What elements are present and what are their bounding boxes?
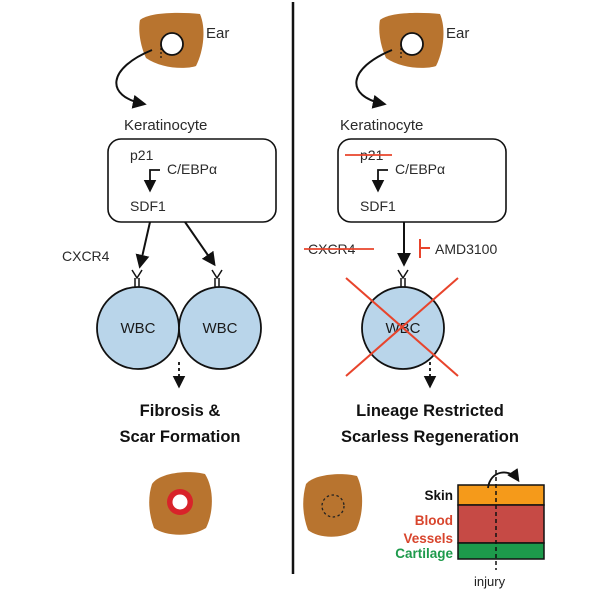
outcome-line-1: Fibrosis & xyxy=(140,402,221,420)
injury-arrow xyxy=(487,468,520,489)
wbc-2-label: WBC xyxy=(203,320,238,337)
skin-label: Skin xyxy=(424,488,453,503)
cartilage-layer xyxy=(457,542,545,560)
curved-arrow xyxy=(355,49,393,109)
blood-vessels-layer xyxy=(457,504,545,544)
wbc-1-label: WBC xyxy=(121,320,156,337)
gene-sdf1: SDF1 xyxy=(130,198,166,214)
ear-icon xyxy=(379,12,444,68)
gene-cebpa: C/EBPα xyxy=(395,161,445,177)
sdf1-arrow-left xyxy=(135,221,151,269)
injury-label: injury xyxy=(474,574,506,589)
amd3100-label: AMD3100 xyxy=(435,241,497,257)
gene-cebpa: C/EBPα xyxy=(167,161,217,177)
gene-sdf1: SDF1 xyxy=(360,198,396,214)
cross-icon xyxy=(345,277,459,377)
keratinocyte-label: Keratinocyte xyxy=(124,117,207,134)
vessels-label: Vessels xyxy=(403,531,453,546)
right-panel: Ear Keratinocyte p21 C/EBPα SDF1 CXCR4 A… xyxy=(303,12,545,589)
keratinocyte-box xyxy=(337,138,507,223)
wbc-cell-2 xyxy=(178,286,262,370)
keratinocyte-box xyxy=(107,138,277,223)
cartilage-label: Cartilage xyxy=(395,546,453,561)
cxcr4-label: CXCR4 xyxy=(62,248,110,264)
outcome-line-2: Scarless Regeneration xyxy=(341,428,519,446)
sdf1-arrow-right xyxy=(184,221,216,267)
skin-layer xyxy=(457,484,545,506)
tissue-layers xyxy=(457,484,545,560)
cebpa-to-sdf1-arrow xyxy=(143,169,160,193)
blood-label: Blood xyxy=(415,513,453,528)
curved-arrow xyxy=(115,49,153,109)
left-panel: Ear Keratinocyte p21 C/EBPα SDF1 CXCR4 W… xyxy=(62,12,277,535)
ear-icon xyxy=(139,12,204,68)
outcome-line-2: Scar Formation xyxy=(119,428,240,446)
gene-p21: p21 xyxy=(130,147,154,163)
scarred-ear-icon xyxy=(149,472,212,535)
inhibit-bar-icon xyxy=(419,239,430,258)
healed-ear-icon xyxy=(303,474,363,537)
outcome-line-1: Lineage Restricted xyxy=(356,402,504,420)
keratinocyte-label: Keratinocyte xyxy=(340,117,423,134)
ear-label: Ear xyxy=(446,25,469,42)
cebpa-to-sdf1-arrow xyxy=(371,169,388,193)
ear-label: Ear xyxy=(206,25,229,42)
